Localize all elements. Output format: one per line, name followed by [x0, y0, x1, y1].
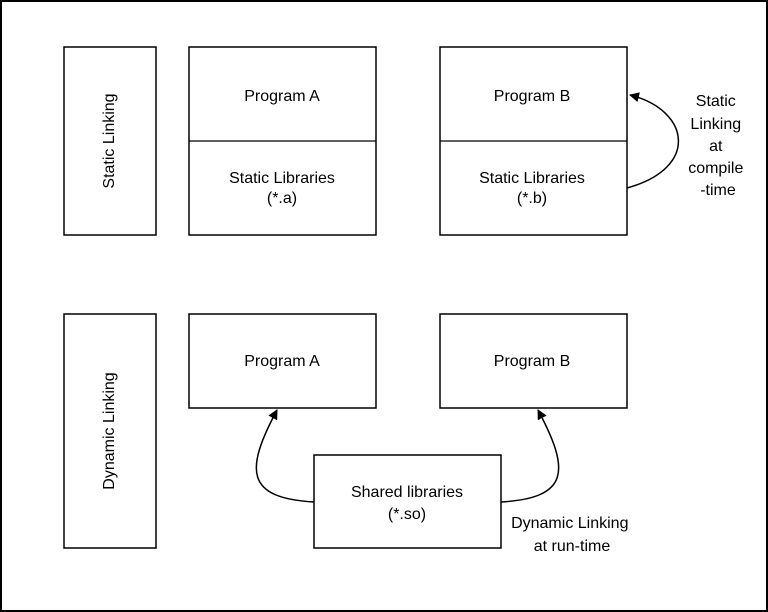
compile-time-link-arrow: [626, 92, 680, 189]
static-linking-label-box: [63, 46, 157, 236]
static-program-a-block: Program A Static Libraries (*.a): [188, 46, 377, 236]
static-program-b-title: Program B: [494, 88, 570, 105]
dynamic-program-a-title: Program A: [244, 353, 320, 370]
dynamic-linking-section: Dynamic Linking Program A Program B Shar…: [63, 313, 633, 555]
shared-libraries-line2: (*.so): [388, 506, 426, 523]
dynamic-program-b-title: Program B: [494, 353, 570, 370]
compile-time-annotation-line5: -time: [700, 182, 736, 199]
compile-time-annotation: Static Linking at compile -time: [688, 93, 748, 199]
static-library-b-line1: Static Libraries: [479, 170, 585, 187]
static-linking-section: Static Linking Program A Static Librarie…: [63, 46, 748, 236]
compile-time-annotation-line1: Static: [696, 93, 736, 110]
run-time-annotation-line1: Dynamic Linking: [511, 515, 628, 532]
compile-time-annotation-line2: Linking: [690, 116, 741, 133]
static-library-a-line1: Static Libraries: [229, 170, 335, 187]
run-time-link-arrow-to-b: [500, 409, 560, 503]
run-time-annotation-line2: at run-time: [534, 538, 611, 555]
run-time-annotation: Dynamic Linking at run-time: [511, 515, 633, 555]
dynamic-program-a-block: Program A: [188, 313, 377, 409]
compile-time-annotation-line3: at: [709, 138, 723, 155]
run-time-link-arrow-to-a: [255, 409, 315, 503]
static-library-a-line2: (*.a): [267, 190, 297, 207]
static-program-a-title: Program A: [244, 88, 320, 105]
shared-libraries-line1: Shared libraries: [351, 484, 463, 501]
static-program-b-block: Program B Static Libraries (*.b): [439, 46, 628, 236]
static-linking-label: Static Linking: [101, 93, 118, 188]
compile-time-annotation-line4: compile: [688, 160, 743, 177]
dynamic-linking-label-box: [63, 313, 157, 549]
dynamic-linking-label: Dynamic Linking: [101, 372, 118, 489]
dynamic-program-b-block: Program B: [439, 313, 628, 409]
static-library-b-line2: (*.b): [517, 190, 547, 207]
